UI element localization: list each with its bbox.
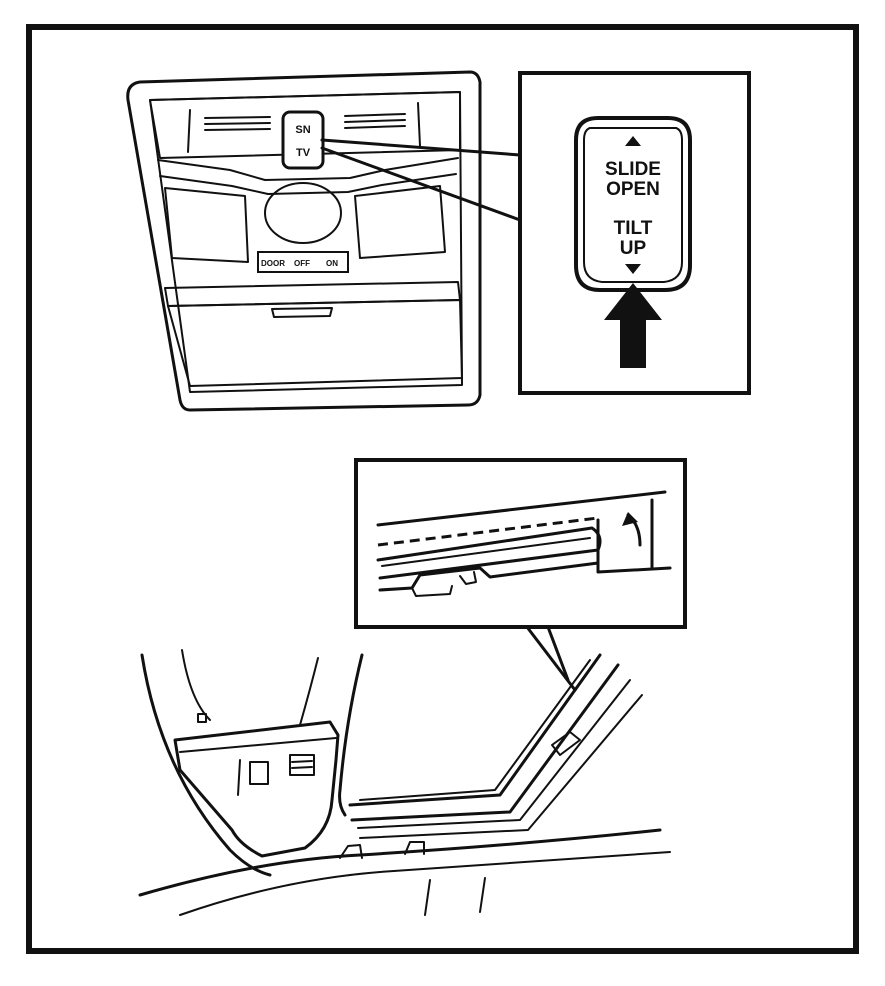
left-vent bbox=[204, 116, 271, 131]
up-triangle-icon bbox=[625, 136, 641, 146]
lamp-switch-off-label: OFF bbox=[294, 259, 310, 268]
leader-line-bottom-2 bbox=[546, 625, 570, 682]
slide-label: SLIDE bbox=[605, 159, 661, 180]
small-switch-top-label: SN bbox=[295, 124, 310, 136]
overhead-console: SN TV DOOR OFF ON bbox=[126, 70, 482, 412]
interior-roof-view bbox=[138, 649, 671, 916]
sunglass-holder bbox=[167, 299, 463, 387]
angle-arrow-icon bbox=[622, 512, 638, 526]
leader-line-top-2 bbox=[320, 146, 522, 222]
round-sensor bbox=[264, 182, 342, 244]
leader-line-top-1 bbox=[320, 138, 522, 157]
push-arrow-icon bbox=[604, 283, 662, 368]
up-label: UP bbox=[620, 238, 647, 259]
right-vent bbox=[344, 113, 406, 129]
tilt-callout bbox=[354, 458, 687, 629]
lamp-switch-on-label: ON bbox=[326, 259, 338, 268]
switch-callout: SLIDE OPEN TILT UP bbox=[518, 71, 751, 395]
lamp-switch-door-label: DOOR bbox=[261, 259, 285, 268]
lamp-switch-strip[interactable]: DOOR OFF ON bbox=[257, 251, 349, 273]
tilt-label: TILT bbox=[614, 218, 653, 239]
small-switch-bottom-label: TV bbox=[296, 147, 311, 159]
open-label: OPEN bbox=[606, 179, 660, 200]
roof-console bbox=[173, 720, 340, 858]
moonroof-switch-small[interactable]: SN TV bbox=[281, 110, 325, 170]
moonroof-switch-large[interactable]: SLIDE OPEN TILT UP bbox=[574, 116, 692, 292]
moonroof-opening bbox=[348, 653, 602, 807]
left-map-lamp bbox=[164, 187, 249, 263]
down-triangle-icon bbox=[625, 264, 641, 274]
outer-frame bbox=[26, 24, 859, 954]
right-map-lamp bbox=[354, 185, 446, 259]
